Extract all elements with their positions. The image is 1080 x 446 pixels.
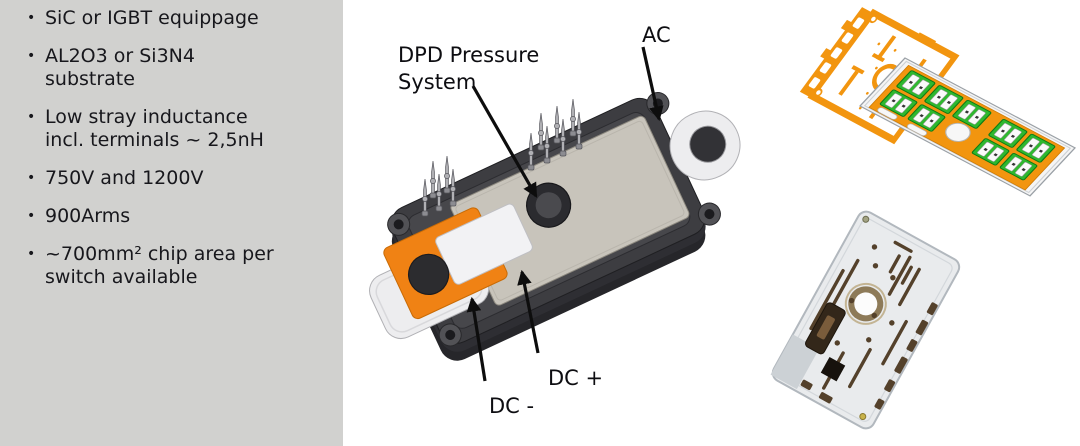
ac-arrow [641, 46, 664, 122]
substrate-illustration [859, 57, 1077, 197]
via-dots [834, 244, 896, 346]
bullet-item: • AL2O3 or Si3N4 substrate [27, 45, 335, 91]
bullet-dot: • [27, 109, 36, 125]
board-corner-tab [770, 334, 820, 390]
bullet-dot: • [27, 246, 36, 262]
callout-dc-minus: DC - [489, 394, 535, 418]
feature-list: • SiC or IGBT equippage • AL2O3 or Si3N4… [0, 0, 343, 289]
bullet-text: 750V and 1200V [45, 167, 204, 189]
bullet-item: • 750V and 1200V [27, 167, 335, 190]
dc-terminal-hole [408, 254, 449, 295]
dpd-arrow [471, 85, 538, 198]
edge-castellations [800, 302, 938, 410]
bullet-text: ~700mm² chip area per switch available [45, 243, 274, 288]
features-panel: • SiC or IGBT equippage • AL2O3 or Si3N4… [0, 0, 343, 446]
leadframe-substrate-render [799, 7, 1077, 197]
solder-mask-cells [879, 70, 1056, 181]
substrate-center-hole [945, 122, 971, 142]
power-module-render [369, 46, 741, 382]
bullet-dot: • [27, 10, 36, 26]
dc-plus-arrow [517, 269, 540, 354]
bullet-item: • 900Arms [27, 205, 335, 228]
bullet-dot: • [27, 48, 36, 64]
ac-terminal [669, 110, 741, 181]
module-body-group [369, 91, 741, 361]
bullet-text: Low stray inductance incl. terminals ~ 2… [45, 106, 264, 151]
callout-dc-plus: DC + [548, 366, 604, 390]
board-chip [820, 356, 846, 382]
bullet-text: 900Arms [45, 205, 131, 227]
callout-arrows [466, 46, 664, 382]
bullet-item: • SiC or IGBT equippage [27, 7, 335, 30]
bullet-item: • ~700mm² chip area per switch available [27, 243, 335, 289]
bullet-dot: • [27, 208, 36, 224]
callout-dpd-pressure-system: DPD Pressure System [398, 43, 540, 94]
callout-ac: AC [642, 23, 671, 47]
bullet-dot: • [27, 170, 36, 186]
ceramic-substrate-photo [770, 210, 961, 430]
bullet-text: AL2O3 or Si3N4 substrate [45, 45, 195, 90]
dc-minus-arrow [466, 296, 487, 382]
bullet-text: SiC or IGBT equippage [45, 7, 259, 29]
board-center-hole [844, 282, 887, 325]
bullet-item: • Low stray inductance incl. terminals ~… [27, 106, 335, 152]
mounting-bosses [387, 91, 721, 347]
